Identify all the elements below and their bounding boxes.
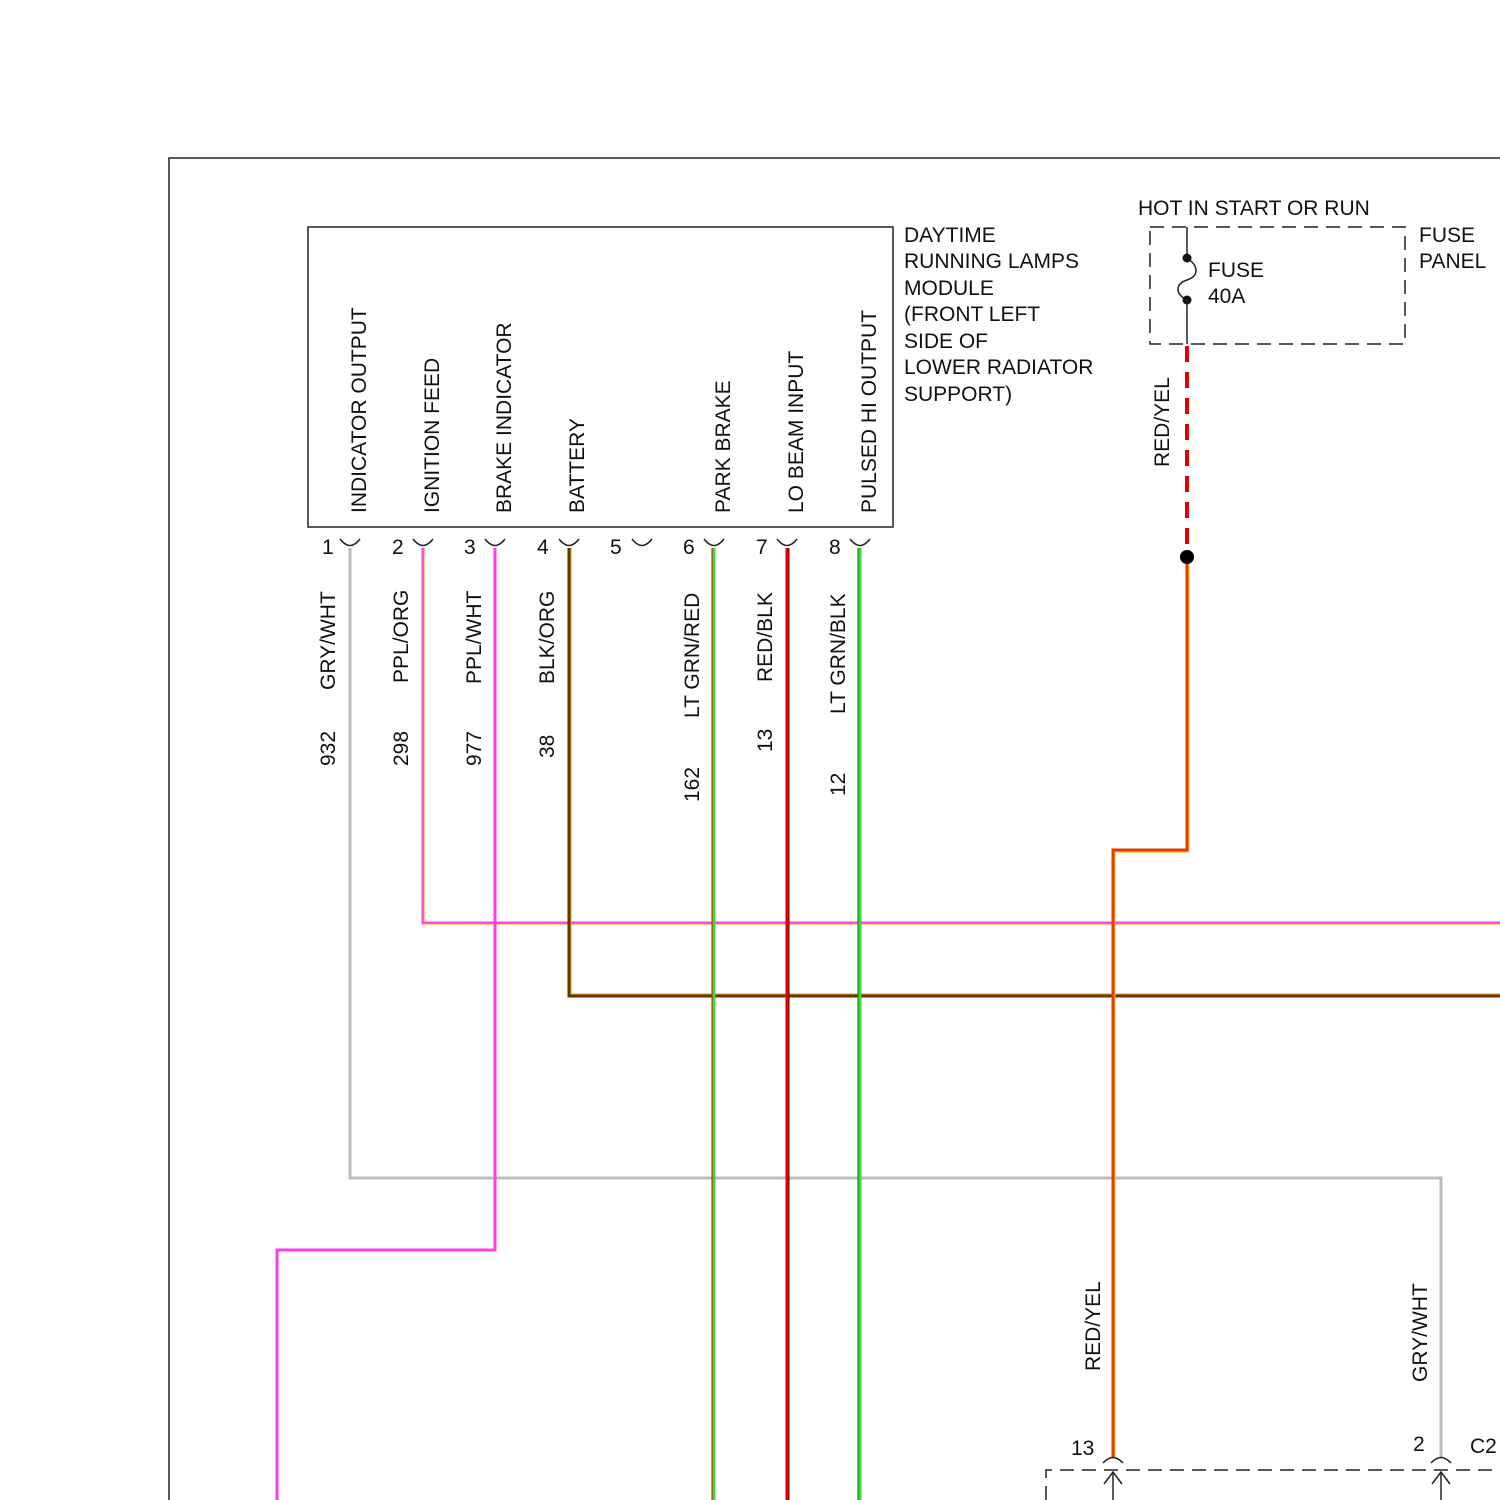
- wire-gry-wht-pin1: [350, 548, 1441, 1458]
- pin1-function: INDICATOR OUTPUT: [348, 307, 371, 513]
- c2-pin13-terminal: [1103, 1458, 1123, 1464]
- fuse-label: FUSE: [1208, 259, 1264, 282]
- pin4-circuit: 38: [536, 735, 559, 758]
- fuse-terminal-top: [1183, 254, 1192, 263]
- splice-dot: [1180, 550, 1194, 564]
- pin7-terminal: [777, 539, 797, 546]
- pin4-terminal: [559, 539, 579, 546]
- pin8-wire-color: LT GRN/BLK: [827, 593, 850, 714]
- pin2-terminal: [413, 539, 433, 546]
- pin8-circuit: 12: [827, 773, 850, 796]
- pin6-number: 6: [683, 536, 695, 559]
- pin7-circuit: 13: [754, 729, 777, 752]
- c2-pin2-wire-color: GRY/WHT: [1409, 1283, 1432, 1382]
- pin8-function: PULSED HI OUTPUT: [858, 310, 881, 513]
- wire-ppl-org-pin2-tracer: [424, 549, 1500, 924]
- fuse-rating: 40A: [1208, 285, 1245, 308]
- module-title-line-3: MODULE: [904, 277, 994, 300]
- c2-pin2-terminal: [1431, 1458, 1451, 1464]
- pin5-terminal: [632, 539, 652, 546]
- fuse-panel-box: [1150, 227, 1405, 344]
- module-pin-terminals: [340, 539, 870, 546]
- pin2-function: IGNITION FEED: [421, 358, 444, 513]
- wire-red-yel-solid-tracer: [1115, 560, 1189, 1458]
- module-pin-numbers: 1 2 3 4 5 6 7 8: [322, 536, 841, 559]
- pin2-number: 2: [392, 536, 404, 559]
- pin4-function: BATTERY: [566, 418, 589, 513]
- pin3-terminal: [485, 539, 505, 546]
- hot-in-start-or-run-label: HOT IN START OR RUN: [1138, 197, 1370, 220]
- pin8-terminal: [850, 539, 870, 546]
- c2-connector-name: C2: [1470, 1435, 1497, 1458]
- module-title-line-5: SIDE OF: [904, 330, 988, 353]
- pin6-wire-color: LT GRN/RED: [681, 593, 704, 718]
- wires: [277, 346, 1500, 1500]
- wire-red-yel-solid: [1113, 560, 1187, 1458]
- module-title-line-7: SUPPORT): [904, 383, 1012, 406]
- pin1-wire-color: GRY/WHT: [317, 591, 340, 690]
- pin3-wire-color: PPL/WHT: [463, 590, 486, 684]
- c2-pin2-number: 2: [1413, 1433, 1425, 1456]
- module-title-line-2: RUNNING LAMPS: [904, 250, 1079, 273]
- fuse-output-wire-color: RED/YEL: [1151, 377, 1174, 467]
- pin1-number: 1: [322, 536, 334, 559]
- pin3-number: 3: [464, 536, 476, 559]
- pin6-function: PARK BRAKE: [712, 380, 735, 513]
- pin7-wire-color: RED/BLK: [754, 592, 777, 682]
- pin1-terminal: [340, 539, 360, 546]
- pin2-wire-color: PPL/ORG: [390, 590, 413, 683]
- module-title: DAYTIME RUNNING LAMPS MODULE (FRONT LEFT…: [904, 224, 1093, 406]
- pin3-function: BRAKE INDICATOR: [493, 322, 516, 513]
- pin6-circuit: 162: [681, 767, 704, 802]
- fuse-icon: [1178, 258, 1196, 300]
- pin8-number: 8: [829, 536, 841, 559]
- wire-blk-org-pin4: [569, 548, 1500, 996]
- pin4-number: 4: [537, 536, 549, 559]
- pin2-circuit: 298: [390, 731, 413, 766]
- pin5-number: 5: [610, 536, 622, 559]
- module-title-line-1: DAYTIME: [904, 224, 996, 247]
- c2-pin13-wire-color: RED/YEL: [1082, 1281, 1105, 1371]
- wire-blk-org-pin4-tracer: [571, 548, 1500, 994]
- fuse-panel-title-line-2: PANEL: [1419, 250, 1486, 273]
- c2-pin13-number: 13: [1071, 1437, 1094, 1460]
- wire-ppl-org-pin2: [423, 548, 1500, 923]
- circuit-numbers: 932 298 977 38 162 13 12: [317, 729, 850, 802]
- fuse-panel: HOT IN START OR RUN FUSE PANEL FUSE 40A …: [1138, 197, 1486, 467]
- module-title-line-6: LOWER RADIATOR: [904, 356, 1093, 379]
- wire-color-labels: GRY/WHT PPL/ORG PPL/WHT BLK/ORG LT GRN/R…: [317, 590, 850, 718]
- pin6-terminal: [704, 539, 724, 546]
- pin7-function: LO BEAM INPUT: [785, 351, 808, 513]
- wire-ppl-wht-pin3: [277, 548, 495, 1500]
- fuse-panel-title-line-1: FUSE: [1419, 224, 1475, 247]
- pin1-circuit: 932: [317, 731, 340, 766]
- pin3-circuit: 977: [463, 731, 486, 766]
- module-pin-functions: INDICATOR OUTPUT IGNITION FEED BRAKE IND…: [348, 307, 881, 513]
- module-title-line-4: (FRONT LEFT: [904, 303, 1040, 326]
- pin7-number: 7: [756, 536, 768, 559]
- pin4-wire-color: BLK/ORG: [536, 591, 559, 684]
